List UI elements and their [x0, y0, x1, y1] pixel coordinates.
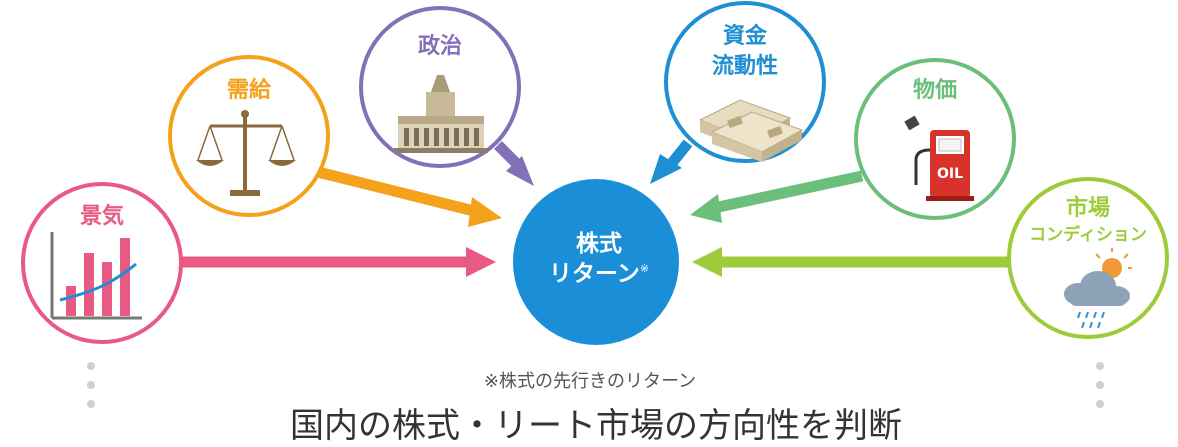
diagram-graphics: OIL — [21, 1, 1169, 408]
money-stacks-icon — [698, 99, 804, 162]
center-line2: リターン — [548, 260, 640, 287]
label-jukyu: 需給 — [226, 78, 271, 103]
center-circle — [513, 179, 679, 345]
label-keiki: 景気 — [79, 204, 124, 229]
arrow-shikin — [650, 139, 693, 184]
center-label: 株式 リターン※ — [514, 230, 684, 290]
bottom-text: 国内の株式・リート市場の方向性を判断 — [290, 406, 902, 446]
weather-icon — [1064, 248, 1132, 329]
label-shijo-line2: コンディション — [1029, 225, 1147, 245]
label-shijo-line1: 市場 — [1065, 196, 1110, 221]
arrow-keiki — [180, 247, 496, 277]
arrow-bukka — [690, 170, 864, 223]
diagram-stage: OIL — [21, 1, 1169, 446]
circle-jukyu — [168, 55, 330, 217]
label-shikin-line2: 流動性 — [711, 54, 778, 79]
label-shikin-line1: 資金 — [722, 24, 767, 49]
svg-text:OIL: OIL — [937, 166, 963, 182]
diet-building-icon — [394, 75, 488, 153]
bar-chart-icon — [50, 232, 142, 320]
center-line2-wrap: リターン※ — [514, 260, 684, 290]
dots-right — [1096, 362, 1104, 408]
label-seiji: 政治 — [417, 34, 462, 59]
arrow-jukyu — [316, 166, 502, 227]
label-bukka: 物価 — [912, 78, 957, 103]
arrow-shijo — [692, 247, 1012, 277]
dots-left — [87, 362, 95, 408]
arrow-seiji — [494, 141, 534, 186]
center-line1: 株式 — [576, 231, 622, 257]
oil-pump-icon: OIL — [904, 115, 974, 201]
footnote: ※株式の先行きのリターン — [483, 371, 697, 392]
balance-scale-icon — [196, 110, 296, 196]
center-mark: ※ — [639, 261, 650, 275]
